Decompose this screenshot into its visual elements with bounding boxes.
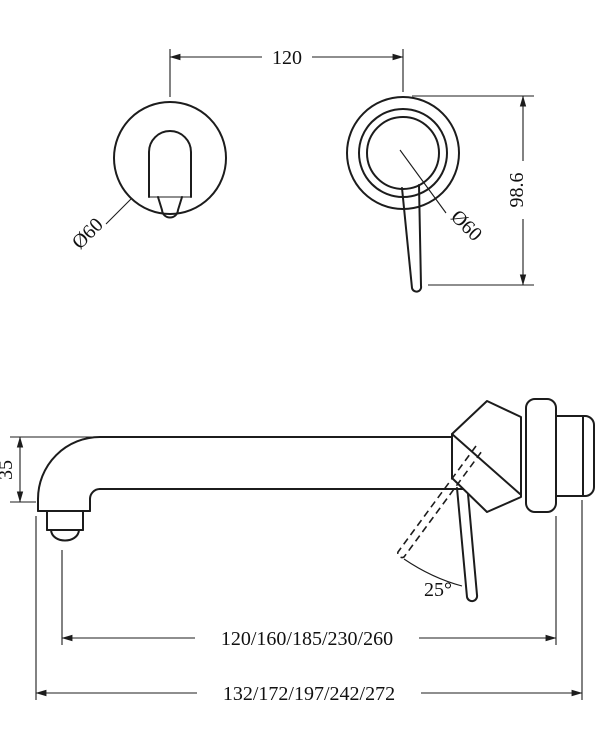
outlet-collar-sides xyxy=(46,510,84,531)
handle-plate-front xyxy=(346,96,460,293)
dim-label-spout-drop: 35 xyxy=(0,460,17,480)
spout-side xyxy=(37,436,464,542)
side-view: 25° 35 120/160/185/230/260 132/172/197/2… xyxy=(0,398,595,705)
dim-text-mask xyxy=(262,46,312,67)
dim-overall-height: 98.6 xyxy=(412,95,535,286)
dim-label-left-diameter: Ø60 xyxy=(68,214,108,254)
handle-lever-swung-dashed xyxy=(397,445,483,559)
aerator-cap xyxy=(50,529,80,542)
handle-lever-front xyxy=(401,184,423,293)
dim-overall-reach: 132/172/197/242/272 xyxy=(35,500,583,705)
spout-arch-outline xyxy=(148,130,192,198)
front-view: 120 Ø60 Ø60 98.6 xyxy=(68,46,535,293)
label-right-diameter: Ø60 xyxy=(399,149,486,246)
dim-text-mask xyxy=(195,627,419,648)
mixer-body-side xyxy=(451,398,595,513)
hex-facet-line xyxy=(451,433,521,495)
left-plate-circle xyxy=(113,101,227,215)
leader-line xyxy=(105,198,132,225)
wall-flange xyxy=(525,398,557,513)
dim-center-distance: 120 xyxy=(169,46,404,97)
dim-spout-reach: 120/160/185/230/260 xyxy=(61,516,557,650)
spout-outlet-front xyxy=(157,196,183,219)
handle-trim-ring-inner xyxy=(366,116,440,190)
dim-text-mask xyxy=(511,161,535,219)
dim-spout-drop: 35 xyxy=(0,436,93,503)
leader-line xyxy=(399,149,447,214)
elbow-outer-arc xyxy=(37,436,101,500)
dim-label-right-diameter: Ø60 xyxy=(446,206,486,246)
dim-label-handle-angle: 25° xyxy=(424,579,452,601)
dim-text-mask xyxy=(197,682,421,703)
elbow-inner-arc xyxy=(89,488,101,500)
handle-side: 25° xyxy=(397,445,483,603)
dim-label-spout-reach: 120/160/185/230/260 xyxy=(221,628,393,650)
label-left-diameter: Ø60 xyxy=(68,198,132,254)
handle-trim-ring-outer xyxy=(358,108,448,198)
mixer-hex-body xyxy=(451,400,522,513)
dim-label-center-distance: 120 xyxy=(272,47,302,69)
angle-arc xyxy=(403,558,463,587)
handle-lever-side xyxy=(456,487,479,603)
right-plate-circle xyxy=(346,96,460,210)
inlet-body xyxy=(555,415,595,497)
dim-label-overall-reach: 132/172/197/242/272 xyxy=(223,683,395,705)
dim-label-overall-height: 98.6 xyxy=(506,173,528,208)
spout-plate-front xyxy=(113,101,227,219)
